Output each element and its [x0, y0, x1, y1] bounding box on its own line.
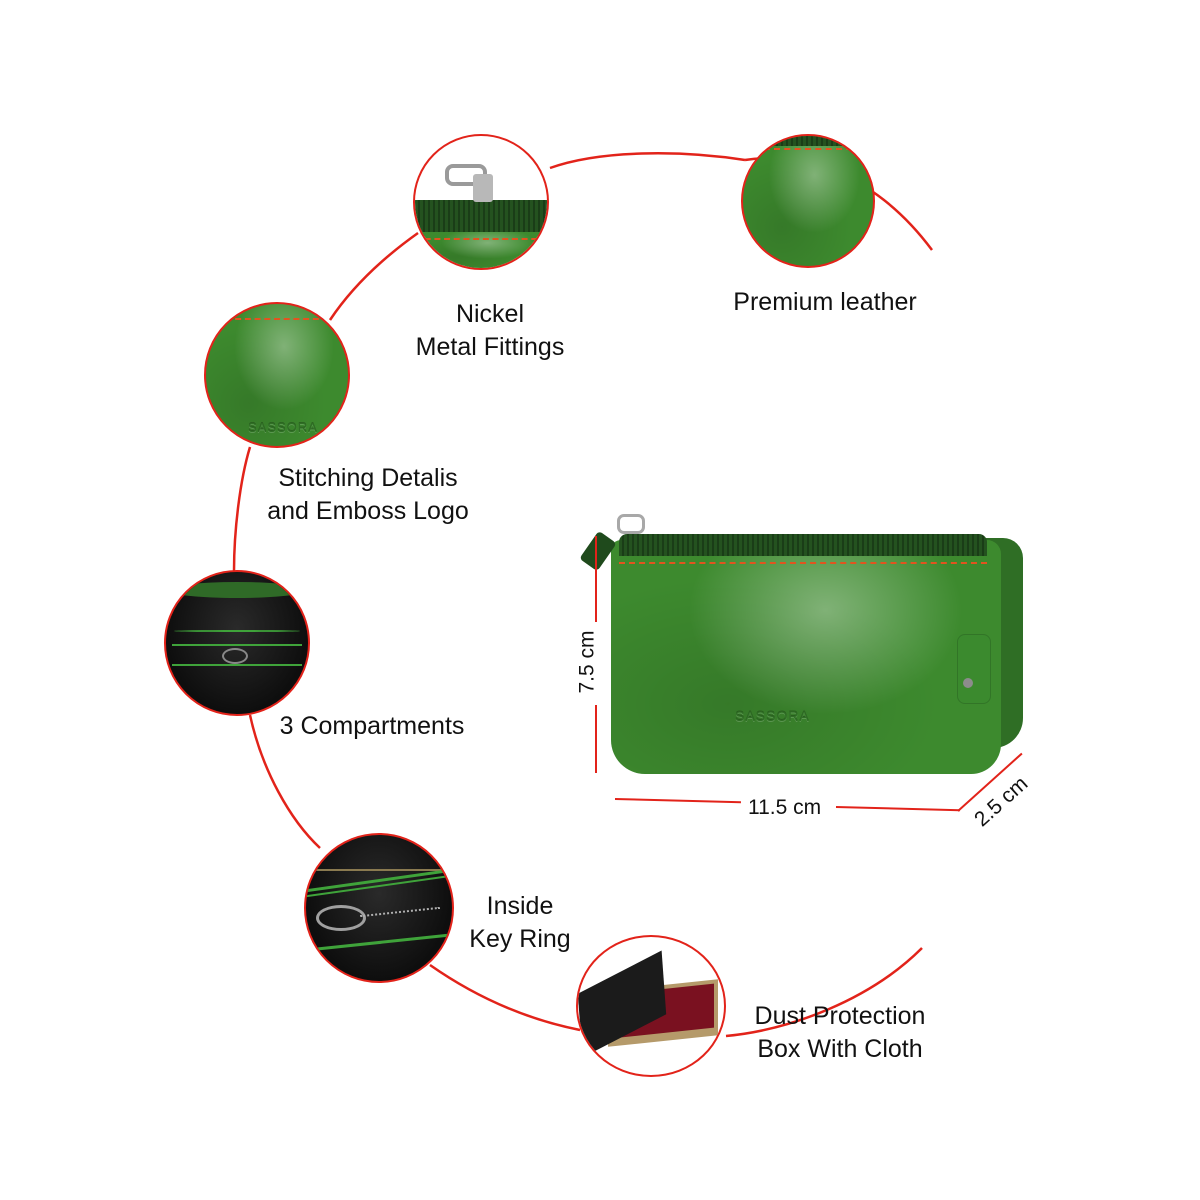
- label-line: and Emboss Logo: [267, 497, 469, 525]
- feature-label-stitching-emboss: Stitching Detalis and Emboss Logo: [248, 462, 488, 528]
- width-dimension-label: 11.5 cm: [748, 796, 822, 819]
- feature-label-dust-box: Dust Protection Box With Cloth: [730, 1000, 950, 1066]
- key-ring-icon: [316, 905, 366, 931]
- zipper-pull-icon: [617, 514, 645, 534]
- emboss-logo: SASSORA: [735, 708, 810, 724]
- key-ring-detail-image: [304, 833, 454, 983]
- snap-button-icon: [963, 678, 973, 688]
- key-ring-icon: [222, 648, 248, 664]
- height-dimension-line-bottom: [595, 705, 597, 773]
- compartments-detail-image: [164, 570, 310, 716]
- nickel-fittings-detail-image: [413, 134, 549, 270]
- premium-leather-detail-image: [741, 134, 875, 268]
- feature-label-compartments: 3 Compartments: [252, 710, 492, 743]
- label-line: Key Ring: [469, 925, 571, 953]
- feature-label-key-ring: Inside Key Ring: [440, 890, 600, 956]
- product-image-coin-pouch: SASSORA: [579, 514, 1023, 778]
- label-line: 3 Compartments: [279, 712, 465, 740]
- label-line: Stitching Detalis: [278, 464, 458, 492]
- feature-label-premium-leather: Premium leather: [700, 286, 950, 319]
- height-dimension-line-top: [595, 536, 597, 622]
- label-line: Nickel: [455, 300, 525, 328]
- dust-box-detail-image: [576, 935, 726, 1077]
- label-line: Inside: [486, 892, 554, 920]
- label-line: Metal Fittings: [415, 333, 565, 361]
- stitching-emboss-detail-image: SASSORA: [204, 302, 350, 448]
- height-dimension-label: 7.5 cm: [575, 630, 599, 694]
- label-line: Dust Protection: [754, 1002, 926, 1030]
- emboss-logo: SASSORA: [248, 420, 318, 435]
- feature-label-nickel-fittings: Nickel Metal Fittings: [390, 298, 590, 364]
- label-line: Premium leather: [733, 288, 917, 316]
- label-line: Box With Cloth: [757, 1035, 923, 1063]
